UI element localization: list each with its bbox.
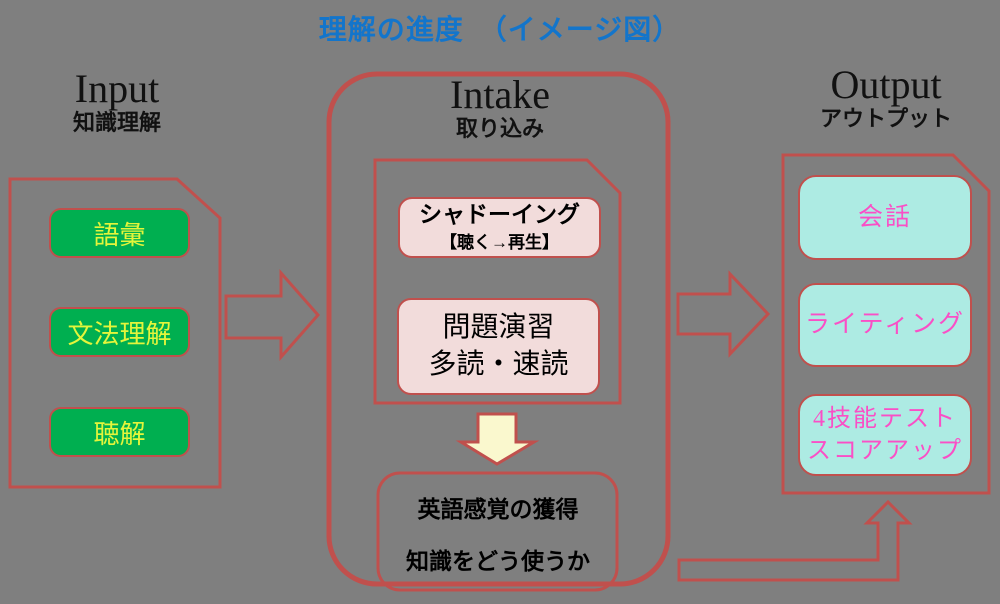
intake-practice-box: 問題演習 多読・速読 (397, 298, 600, 395)
input-item-label: 語彙 (93, 220, 146, 250)
result-line2: 知識をどう使うか (406, 548, 590, 574)
output-heading-ja: アウトプット (819, 106, 952, 131)
input-heading: Input 知識理解 (17, 68, 217, 136)
input-item-vocabulary: 語彙 (49, 208, 190, 258)
shadowing-line1: シャドーイング (419, 201, 580, 227)
input-heading-ja: 知識理解 (72, 110, 161, 135)
arrow-input-to-intake (224, 269, 320, 361)
input-item-label: 文法理解 (67, 319, 172, 349)
result-box-outline (376, 471, 619, 592)
intake-heading: Intake 取り込み (400, 74, 600, 142)
shadowing-line2: 【聴く→再生】 (440, 233, 559, 253)
output-heading: Output アウトプット (786, 64, 986, 132)
output-item-label: 会話 (857, 203, 912, 231)
output-item-label-line1: 4技能テスト (813, 405, 957, 432)
intake-heading-en: Intake (450, 72, 550, 117)
output-container-outline (781, 153, 991, 495)
input-container-outline (8, 177, 222, 489)
input-heading-en: Input (74, 66, 160, 111)
result-line1: 英語感覚の獲得 (417, 496, 579, 522)
intake-inner-outline (373, 158, 622, 405)
output-item-label: ライティング (804, 311, 965, 339)
output-item-writing: ライティング (798, 283, 972, 367)
input-item-label: 聴解 (93, 419, 146, 449)
diagram-title: 理解の進度 （イメージ図） (318, 14, 682, 45)
intake-container-outline (326, 71, 671, 587)
arrow-intake-to-output (676, 270, 771, 358)
input-item-listening: 聴解 (49, 407, 190, 457)
output-item-test-score: 4技能テスト スコアアップ (798, 394, 972, 476)
practice-line1: 問題演習 (442, 312, 555, 344)
arrow-result-to-output (677, 499, 913, 582)
intake-shadowing-box: シャドーイング 【聴く→再生】 (398, 197, 601, 258)
intake-heading-ja: 取り込み (455, 116, 544, 141)
output-item-label-line2: スコアアップ (807, 438, 963, 464)
input-item-grammar: 文法理解 (49, 307, 190, 357)
output-heading-en: Output (830, 62, 942, 107)
practice-line2: 多読・速読 (428, 348, 569, 380)
arrow-down-intake (455, 412, 540, 466)
output-item-conversation: 会話 (798, 175, 972, 260)
